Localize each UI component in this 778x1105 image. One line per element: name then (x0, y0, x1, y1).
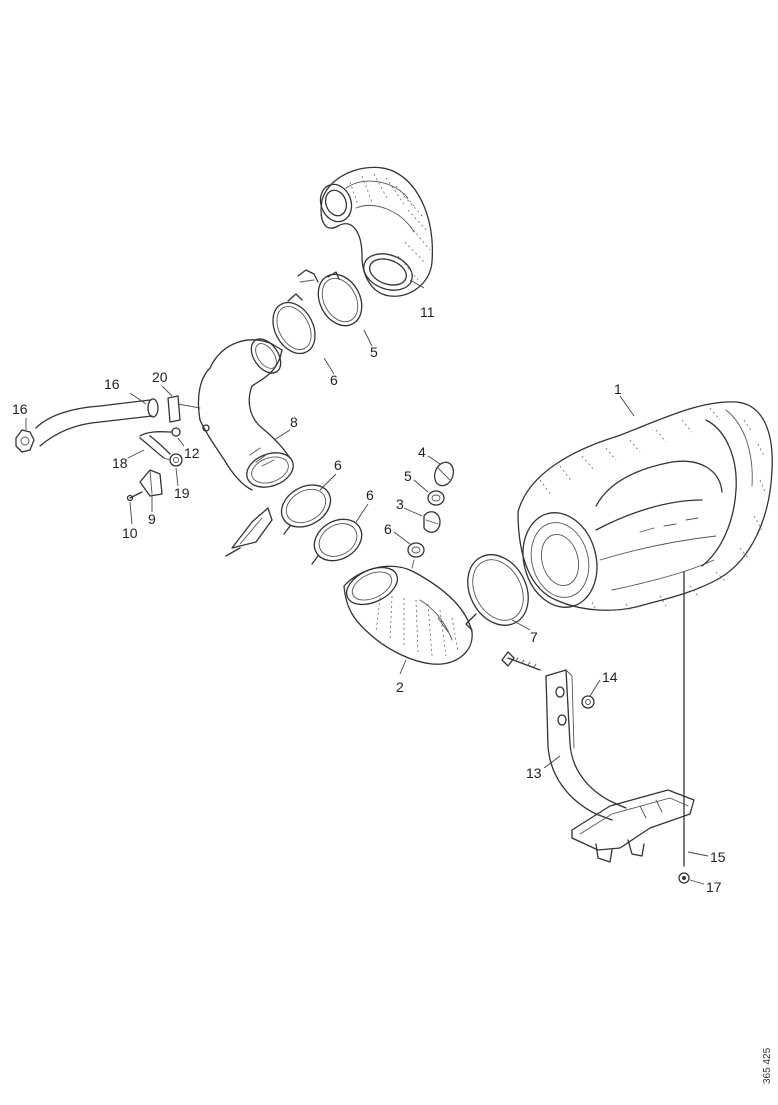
callout-17: 15 (710, 849, 726, 865)
callout-10: 10 (122, 525, 138, 541)
drawing-code: 365 425 (762, 1047, 773, 1084)
callout-12: 16 (104, 376, 120, 392)
callout-19: 18 (112, 455, 128, 471)
part-15-nut (581, 695, 595, 709)
part-19-small-hose (139, 435, 171, 459)
part-2-lower-hose (343, 565, 473, 665)
callout-9: 9 (148, 511, 156, 527)
part-6-clamp-lower-right (311, 518, 363, 565)
callout-3: 3 (396, 496, 404, 512)
mounting-bolt (501, 651, 541, 671)
callout-8: 8 (290, 414, 298, 430)
callout-6: 5 (370, 344, 378, 360)
part-1-air-filter-housing (517, 401, 773, 613)
callout-labels: 11 5 6 8 16 16 20 12 18 19 9 10 6 6 4 5 … (12, 304, 726, 895)
callout-20: 19 (174, 485, 190, 501)
part-12-breather-hose (35, 398, 159, 447)
callout-6: 6 (330, 372, 338, 388)
part-18-clip (167, 395, 201, 423)
part-11-upper-hose (319, 166, 434, 297)
part-8-elbow-tube (197, 338, 294, 491)
part-5-washer-lower (407, 542, 425, 569)
part-3-valve (423, 511, 441, 533)
part-6-clamp-upper-right (317, 271, 363, 327)
part-9-bracket (139, 469, 163, 497)
callout-16: 12 (184, 445, 200, 461)
part-14-support-bracket (545, 669, 695, 863)
callout-4: 4 (418, 444, 426, 460)
callout-1: 1 (614, 381, 622, 397)
callout-14: 13 (526, 765, 542, 781)
part-7-large-clamp (465, 554, 529, 631)
callout-6: 6 (334, 457, 342, 473)
part-4-cap (433, 461, 455, 487)
part-20-nut (163, 453, 183, 467)
callout-7: 7 (530, 629, 538, 645)
leader-lines (25, 279, 709, 885)
callout-2: 2 (396, 679, 404, 695)
part-5-washer-upper (427, 490, 445, 506)
callout-13: 16 (12, 401, 28, 417)
gasket-detail (225, 507, 273, 557)
part-16-nut-lower (678, 872, 690, 884)
part-10-bolt (126, 491, 143, 502)
callout-5: 6 (384, 521, 392, 537)
callout-15: 14 (602, 669, 618, 685)
callout-11: 11 (420, 304, 435, 320)
callout-16: 17 (706, 879, 722, 895)
part-6-clamp-upper-left (272, 269, 319, 355)
part-13-hose-end-fitting (15, 429, 35, 453)
callout-5: 5 (404, 468, 412, 484)
callout-6: 6 (366, 487, 374, 503)
callout-18: 20 (152, 369, 168, 385)
part-6-clamp-lower-left (280, 484, 332, 535)
part-16-nipple (139, 427, 181, 437)
